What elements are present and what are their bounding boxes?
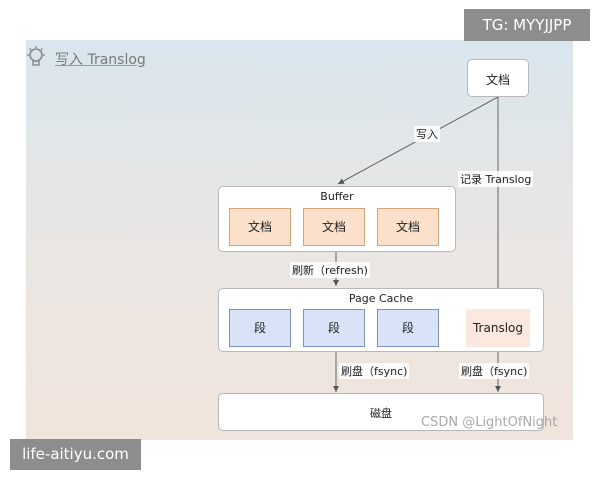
watermark: CSDN @LightOfNight <box>421 415 558 430</box>
segment-cell: 段 <box>303 309 365 347</box>
segment-cell: 段 <box>229 309 291 347</box>
buffer-title: Buffer <box>320 190 354 203</box>
document-node: 文档 <box>467 59 529 97</box>
tg-badge: TG: MYYJJPP <box>464 9 590 41</box>
segment-cell: 段 <box>377 309 439 347</box>
buffer-document: 文档 <box>377 208 439 246</box>
diagram-title: 写入 Translog <box>55 52 146 68</box>
disk-node: 磁盘 <box>218 393 544 431</box>
lightbulb-icon <box>27 46 45 66</box>
buffer-document: 文档 <box>303 208 365 246</box>
disk-label: 磁盘 <box>370 407 392 420</box>
page-cache-title: Page Cache <box>348 292 414 305</box>
buffer-document: 文档 <box>229 208 291 246</box>
document-node-label: 文档 <box>485 73 510 87</box>
edge-label-write: 写入 <box>414 126 440 142</box>
translog-cell: Translog <box>466 309 530 347</box>
edge-label-refresh: 刷新（refresh) <box>290 262 370 278</box>
site-badge: life-aitiyu.com <box>10 439 141 470</box>
edge-label-fsync-left: 刷盘（fsync) <box>339 363 410 379</box>
edge-label-record-translog: 记录 Translog <box>458 171 534 187</box>
edge-label-fsync-right: 刷盘（fsync) <box>459 363 530 379</box>
